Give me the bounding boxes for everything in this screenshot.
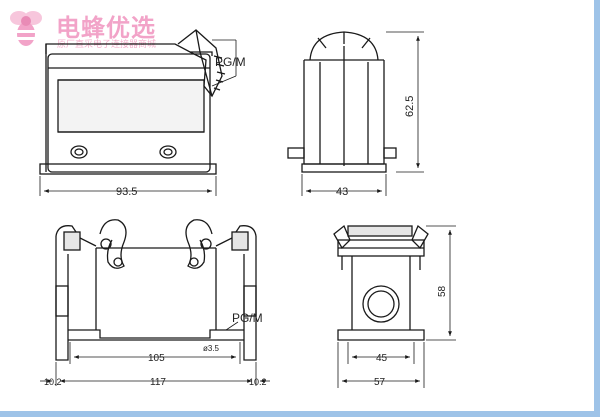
dim-105: 105 [148,353,165,364]
front-view-bottom-left [55,219,257,361]
dim-line-43 [301,174,387,196]
dim-10-2-left: 10.2 [44,377,62,387]
dim-line-57 [337,342,425,388]
dim-57: 57 [374,377,386,388]
thread-leader-bottom [225,321,239,331]
end-view-bottom-right [333,224,429,341]
dim-62-5: 62.5 [404,96,416,117]
dim-line-93-5 [39,176,217,196]
dim-line-62-5 [386,31,424,173]
dim-line-45 [347,342,415,364]
dim-hole-3-5: ø3.5 [203,344,220,353]
watermark-logo: 电蜂优选 原厂直采电子连接器商城 [6,6,186,52]
watermark-brand: 电蜂优选 [56,14,156,42]
thread-leader-top [211,39,237,87]
dim-line-117 [40,362,270,386]
side-view-top-left [39,29,226,175]
technical-drawing: PG/M 93.5 62.5 [39,29,456,388]
thread-label-bottom: PG/M [232,311,263,325]
bee-icon [10,11,42,46]
dim-line-58 [426,225,456,341]
dim-43: 43 [336,186,348,198]
dim-58: 58 [437,285,448,297]
dim-10-2-right: 10.2 [249,377,267,387]
end-view-top-right [287,31,397,173]
watermark-tagline: 原厂直采电子连接器商城 [57,40,157,50]
dim-45: 45 [376,353,388,364]
dim-93-5: 93.5 [116,186,137,198]
dim-line-105 [69,342,241,364]
dim-117: 117 [150,377,166,388]
thread-label-top: PG/M [215,55,246,69]
